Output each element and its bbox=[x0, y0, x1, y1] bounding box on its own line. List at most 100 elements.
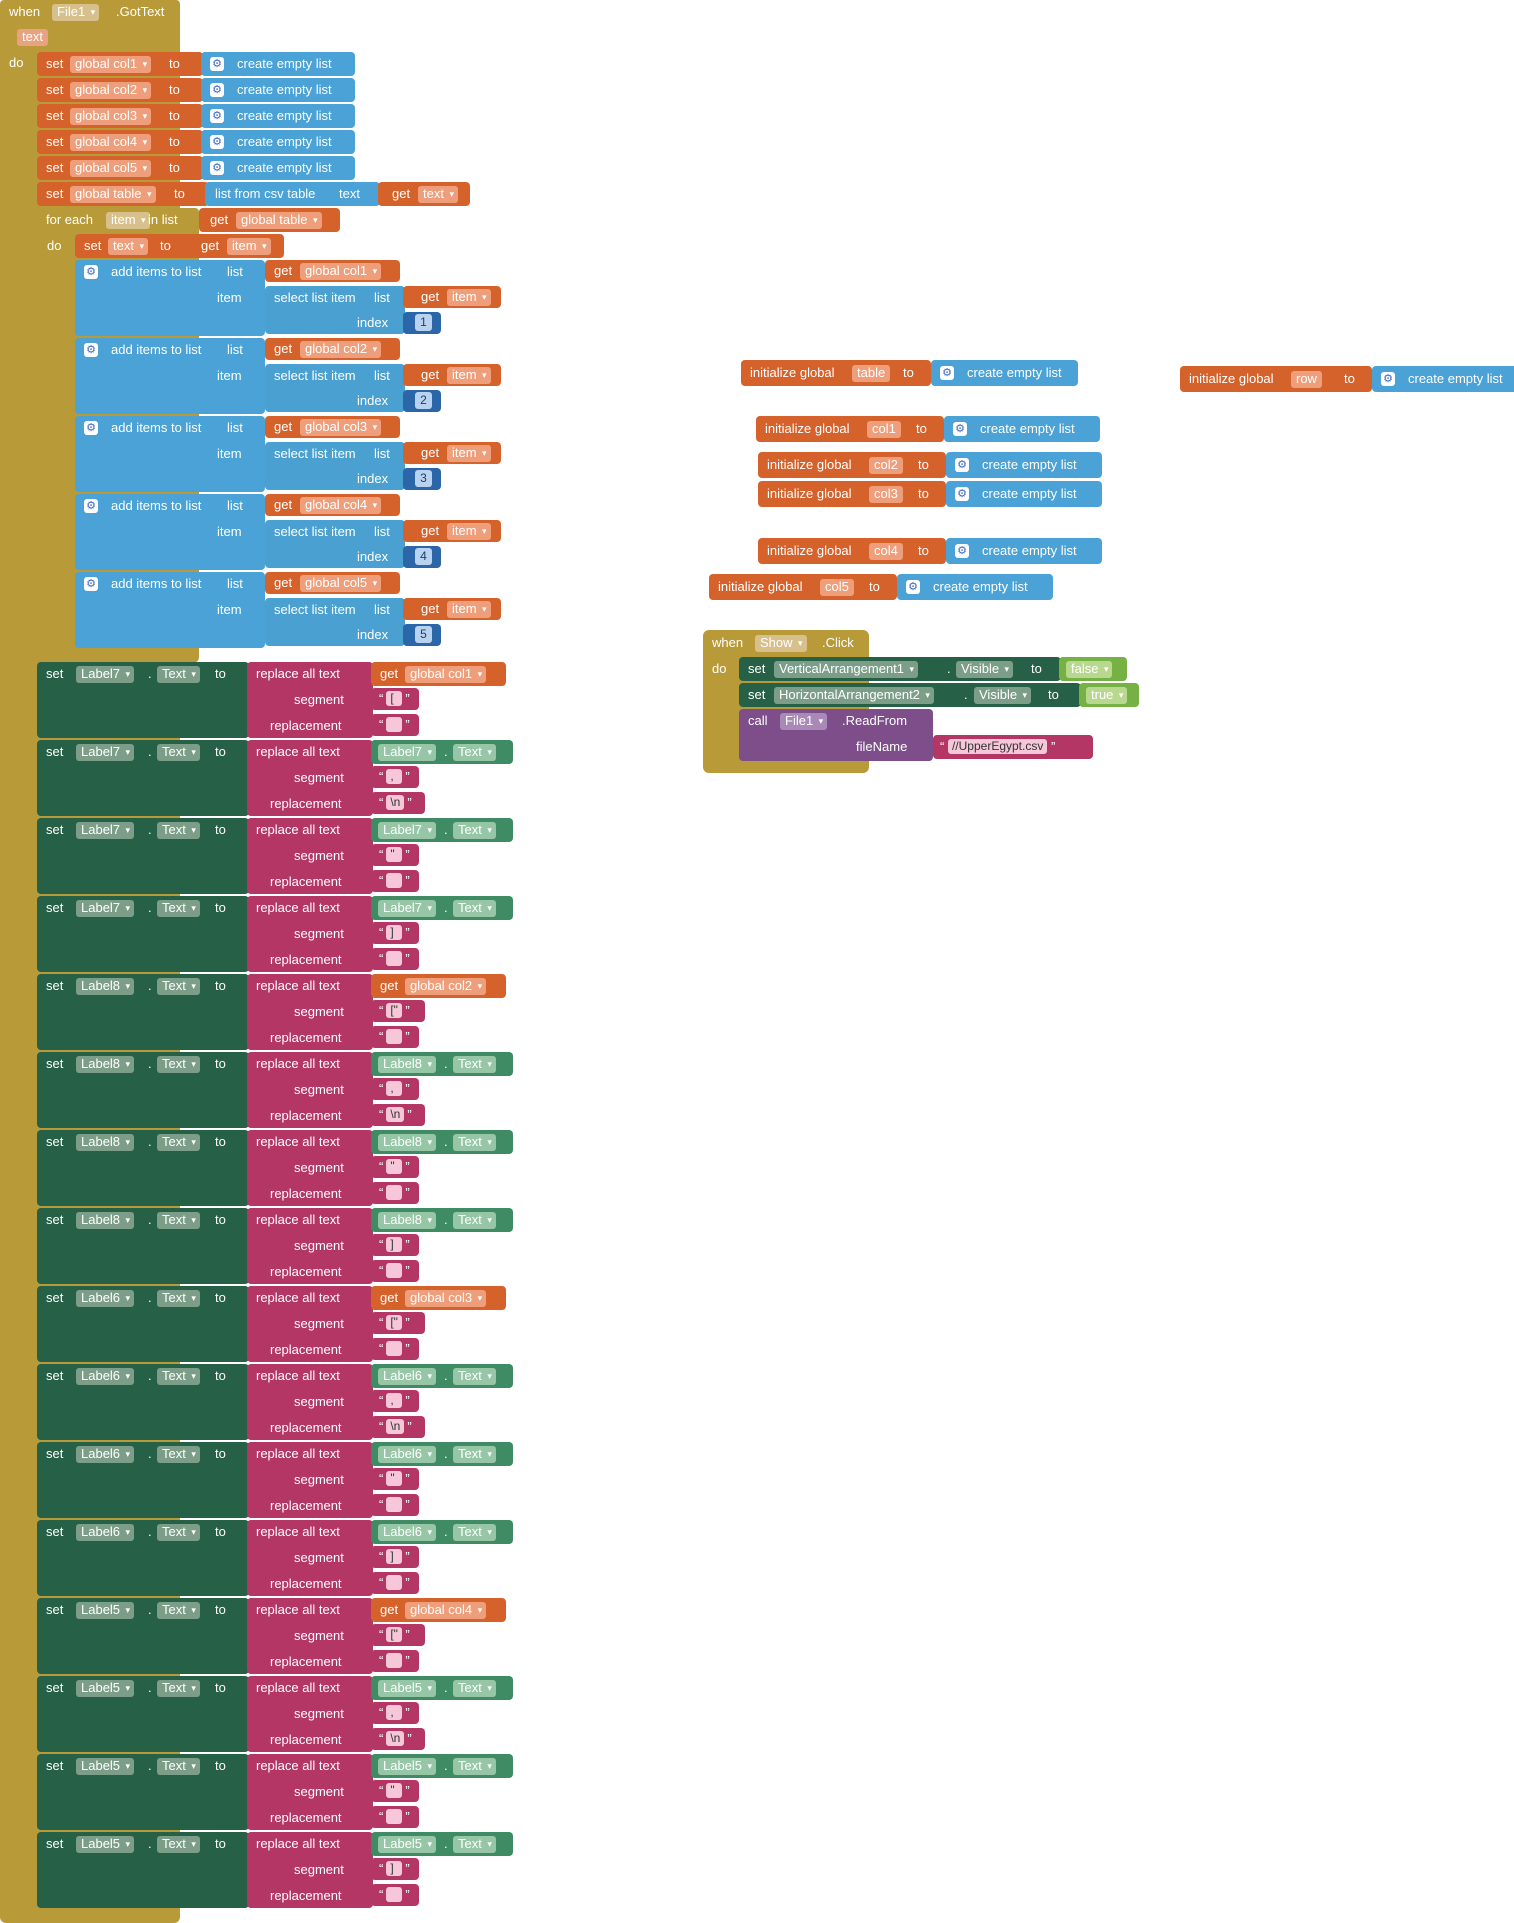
select-list-item-block[interactable] bbox=[265, 520, 405, 568]
component-dropdown[interactable]: Label7 bbox=[76, 900, 135, 917]
select-list-item-block[interactable] bbox=[265, 442, 405, 490]
component-dropdown[interactable]: Label6 bbox=[76, 1290, 135, 1307]
replacement-field[interactable] bbox=[386, 951, 403, 966]
set-label-text-block[interactable] bbox=[37, 896, 249, 972]
replace-all-text-block[interactable] bbox=[247, 1598, 373, 1674]
create-empty-list-block[interactable] bbox=[201, 104, 355, 128]
replace-all-text-block[interactable] bbox=[247, 1286, 373, 1362]
mutator-gear-icon[interactable]: ⚙ bbox=[955, 544, 969, 558]
index-number-field[interactable]: 1 bbox=[415, 314, 432, 331]
component-dropdown[interactable]: Label6 bbox=[76, 1524, 135, 1541]
component-dropdown[interactable]: Label6 bbox=[76, 1368, 135, 1385]
replace-all-text-block[interactable] bbox=[247, 1754, 373, 1830]
segment-field[interactable]: ] bbox=[386, 1549, 403, 1564]
create-empty-list-block[interactable] bbox=[946, 452, 1102, 478]
replacement-field[interactable] bbox=[386, 1341, 403, 1356]
segment-field[interactable]: [" bbox=[386, 1003, 403, 1018]
component-dropdown[interactable]: Label5 bbox=[378, 1836, 437, 1853]
mutator-gear-icon[interactable]: ⚙ bbox=[1381, 372, 1395, 386]
component-dropdown[interactable]: Label7 bbox=[76, 822, 135, 839]
replace-all-text-block[interactable] bbox=[247, 662, 373, 738]
mutator-gear-icon[interactable]: ⚙ bbox=[84, 343, 98, 357]
list-from-csv-table-block[interactable] bbox=[205, 182, 380, 206]
create-empty-list-block[interactable] bbox=[946, 481, 1102, 507]
create-empty-list-block[interactable] bbox=[897, 574, 1053, 600]
global-name-field[interactable]: table bbox=[852, 365, 891, 382]
segment-field[interactable]: [" bbox=[386, 1627, 403, 1642]
property-dropdown[interactable]: Text bbox=[453, 1056, 496, 1073]
var-dropdown[interactable]: item bbox=[447, 445, 491, 462]
var-dropdown[interactable]: global col1 bbox=[405, 666, 487, 683]
global-name-field[interactable]: col5 bbox=[820, 579, 854, 596]
segment-field[interactable]: , bbox=[386, 769, 403, 784]
replacement-field[interactable]: \n bbox=[386, 1731, 405, 1746]
var-dropdown[interactable]: global col4 bbox=[405, 1602, 487, 1619]
var-dropdown[interactable]: global col2 bbox=[405, 978, 487, 995]
index-number-field[interactable]: 4 bbox=[415, 548, 432, 565]
create-empty-list-block[interactable] bbox=[1372, 366, 1514, 392]
add-items-to-list-block[interactable] bbox=[75, 416, 265, 492]
var-dropdown[interactable]: global col3 bbox=[70, 108, 152, 125]
initialize-global-block[interactable] bbox=[741, 360, 931, 386]
component-dropdown[interactable]: Label8 bbox=[76, 978, 135, 995]
var-dropdown[interactable]: global col2 bbox=[70, 82, 152, 99]
initialize-global-block[interactable] bbox=[709, 574, 897, 600]
replacement-field[interactable]: \n bbox=[386, 1107, 405, 1122]
create-empty-list-block[interactable] bbox=[946, 538, 1102, 564]
replace-all-text-block[interactable] bbox=[247, 1364, 373, 1440]
property-dropdown[interactable]: Text bbox=[157, 744, 200, 761]
set-label-text-block[interactable] bbox=[37, 1754, 249, 1830]
replacement-field[interactable]: \n bbox=[386, 1419, 405, 1434]
create-empty-list-block[interactable] bbox=[201, 52, 355, 76]
add-items-to-list-block[interactable] bbox=[75, 260, 265, 336]
segment-field[interactable]: , bbox=[386, 1393, 403, 1408]
segment-field[interactable]: , bbox=[386, 1081, 403, 1096]
set-label-text-block[interactable] bbox=[37, 974, 249, 1050]
property-dropdown[interactable]: Text bbox=[157, 1134, 200, 1151]
mutator-gear-icon[interactable]: ⚙ bbox=[210, 109, 224, 123]
component-dropdown[interactable]: Label7 bbox=[378, 822, 437, 839]
initialize-global-block[interactable] bbox=[758, 452, 946, 478]
replace-all-text-block[interactable] bbox=[247, 1208, 373, 1284]
component-dropdown[interactable]: HorizontalArrangement2 bbox=[774, 687, 934, 704]
global-name-field[interactable]: col3 bbox=[869, 486, 903, 503]
component-dropdown-show[interactable]: Show bbox=[755, 635, 807, 652]
component-dropdown[interactable]: Label5 bbox=[76, 1602, 135, 1619]
set-label-text-block[interactable] bbox=[37, 1364, 249, 1440]
component-dropdown[interactable]: VerticalArrangement1 bbox=[774, 661, 919, 678]
set-label-text-block[interactable] bbox=[37, 1442, 249, 1518]
segment-field[interactable]: ] bbox=[386, 1237, 403, 1252]
segment-field[interactable]: , bbox=[386, 1705, 403, 1720]
component-dropdown[interactable]: Label8 bbox=[378, 1212, 437, 1229]
mutator-gear-icon[interactable]: ⚙ bbox=[210, 57, 224, 71]
component-dropdown[interactable]: Label8 bbox=[378, 1134, 437, 1151]
property-dropdown[interactable]: Text bbox=[157, 1368, 200, 1385]
var-dropdown[interactable]: text bbox=[418, 186, 458, 203]
select-list-item-block[interactable] bbox=[265, 598, 405, 646]
var-dropdown[interactable]: item bbox=[447, 367, 491, 384]
component-dropdown[interactable]: Label5 bbox=[76, 1836, 135, 1853]
create-empty-list-block[interactable] bbox=[201, 78, 355, 102]
property-dropdown[interactable]: Text bbox=[453, 744, 496, 761]
replace-all-text-block[interactable] bbox=[247, 1052, 373, 1128]
mutator-gear-icon[interactable]: ⚙ bbox=[210, 83, 224, 97]
property-dropdown[interactable]: Text bbox=[157, 900, 200, 917]
create-empty-list-block[interactable] bbox=[931, 360, 1078, 386]
component-dropdown-file1[interactable]: File1 bbox=[52, 4, 100, 21]
replace-all-text-block[interactable] bbox=[247, 1832, 373, 1908]
component-dropdown[interactable]: Label7 bbox=[76, 744, 135, 761]
set-label-text-block[interactable] bbox=[37, 1052, 249, 1128]
mutator-gear-icon[interactable]: ⚙ bbox=[84, 499, 98, 513]
replace-all-text-block[interactable] bbox=[247, 1676, 373, 1752]
component-dropdown[interactable]: Label5 bbox=[378, 1680, 437, 1697]
property-dropdown[interactable]: Text bbox=[453, 1134, 496, 1151]
component-dropdown[interactable]: Label8 bbox=[76, 1212, 135, 1229]
mutator-gear-icon[interactable]: ⚙ bbox=[210, 161, 224, 175]
component-dropdown[interactable]: Label6 bbox=[378, 1446, 437, 1463]
add-items-to-list-block[interactable] bbox=[75, 494, 265, 570]
initialize-global-block[interactable] bbox=[756, 416, 944, 442]
property-dropdown[interactable]: Text bbox=[453, 1758, 496, 1775]
component-dropdown[interactable]: File1 bbox=[780, 713, 828, 730]
index-number-field[interactable]: 5 bbox=[415, 626, 432, 643]
component-dropdown[interactable]: Label6 bbox=[76, 1446, 135, 1463]
